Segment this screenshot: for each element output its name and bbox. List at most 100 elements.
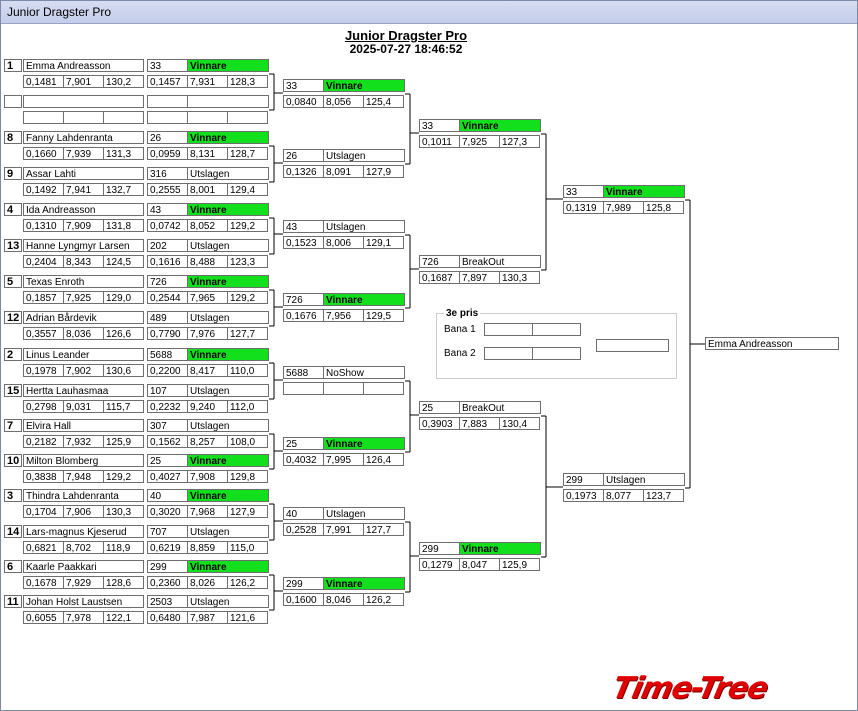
result-status: Vinnare	[459, 542, 541, 555]
result-time-res_rt: 0,3020	[147, 505, 188, 518]
car-number: 726	[419, 255, 460, 268]
result-time-res_rt: 0,2555	[147, 183, 188, 196]
driver-time-rt	[23, 111, 64, 124]
result-time-res_rt: 0,6480	[147, 611, 188, 624]
result-time-spd: 125,8	[643, 201, 684, 214]
result-time-res_spd: 129,2	[227, 291, 268, 304]
result-time-et: 8,077	[603, 489, 644, 502]
result-time-spd: 130,4	[499, 417, 540, 430]
result-time-res_et: 8,026	[187, 576, 228, 589]
car-number: 40	[283, 507, 324, 520]
seed-box: 3	[4, 489, 22, 502]
result-status: Utslagen	[187, 384, 269, 397]
result-time-res_et: 7,931	[187, 75, 228, 88]
result-time-et: 8,006	[323, 236, 364, 249]
driver-time-rt: 0,6821	[23, 541, 64, 554]
title-bar: Junior Dragster Pro	[1, 1, 857, 24]
result-time-res_spd: 129,8	[227, 470, 268, 483]
result-time-et: 8,056	[323, 95, 364, 108]
result-time-rt: 0,3903	[419, 417, 460, 430]
result-status: Vinnare	[187, 489, 269, 502]
result-status: Utslagen	[187, 419, 269, 432]
result-status: Vinnare	[187, 560, 269, 573]
driver-time-spd: 129,2	[103, 470, 144, 483]
result-status: Vinnare	[323, 437, 405, 450]
result-status: Utslagen	[187, 311, 269, 324]
driver-time-rt: 0,2404	[23, 255, 64, 268]
driver-time-et: 7,978	[63, 611, 104, 624]
result-status: Vinnare	[187, 131, 269, 144]
driver-time-rt: 0,1481	[23, 75, 64, 88]
car-number: 307	[147, 419, 188, 432]
result-time-res_rt: 0,4027	[147, 470, 188, 483]
result-status: Utslagen	[323, 507, 405, 520]
result-status: Utslagen	[603, 473, 685, 486]
seed-box: 10	[4, 454, 22, 467]
result-status	[187, 95, 269, 108]
result-time-rt	[283, 382, 324, 395]
seed-box: 1	[4, 59, 22, 72]
driver-time-spd: 130,3	[103, 505, 144, 518]
car-number: 299	[419, 542, 460, 555]
result-status: NoShow	[323, 366, 405, 379]
result-status: Vinnare	[603, 185, 685, 198]
seed-box: 6	[4, 560, 22, 573]
driver-time-spd: 130,2	[103, 75, 144, 88]
result-time-res_spd: 128,7	[227, 147, 268, 160]
result-time-res_rt: 0,2232	[147, 400, 188, 413]
driver-name: Hertta Lauhasmaa	[23, 384, 144, 397]
result-time-res_rt: 0,2544	[147, 291, 188, 304]
driver-name: Milton Blomberg	[23, 454, 144, 467]
driver-time-spd: 124,5	[103, 255, 144, 268]
result-status: Vinnare	[323, 293, 405, 306]
driver-name: Elvira Hall	[23, 419, 144, 432]
result-status: Utslagen	[187, 239, 269, 252]
result-status: Vinnare	[187, 275, 269, 288]
result-time-spd	[363, 382, 404, 395]
result-status: Utslagen	[187, 167, 269, 180]
seed-box: 2	[4, 348, 22, 361]
result-time-spd: 125,4	[363, 95, 404, 108]
result-time-res_rt	[147, 111, 188, 124]
car-number: 33	[419, 119, 460, 132]
driver-time-spd: 128,6	[103, 576, 144, 589]
result-status: Vinnare	[323, 79, 405, 92]
driver-time-et: 7,901	[63, 75, 104, 88]
result-time-rt: 0,2528	[283, 523, 324, 536]
page-title: Junior Dragster Pro	[344, 28, 468, 43]
driver-name: Hanne Lyngmyr Larsen	[23, 239, 144, 252]
result-time-spd: 123,7	[643, 489, 684, 502]
result-time-rt: 0,1973	[563, 489, 604, 502]
result-time-res_et: 8,052	[187, 219, 228, 232]
result-time-res_et	[187, 111, 228, 124]
result-time-rt: 0,4032	[283, 453, 324, 466]
car-number: 5688	[283, 366, 324, 379]
driver-time-et: 8,343	[63, 255, 104, 268]
driver-name: Kaarle Paakkari	[23, 560, 144, 573]
seed-box: 5	[4, 275, 22, 288]
result-time-res_spd	[227, 111, 268, 124]
result-time-spd: 127,9	[363, 165, 404, 178]
result-time-res_spd: 129,2	[227, 219, 268, 232]
result-time-res_spd: 112,0	[227, 400, 268, 413]
car-number: 2503	[147, 595, 188, 608]
result-time-res_rt: 0,7790	[147, 327, 188, 340]
seed-box: 8	[4, 131, 22, 144]
car-number: 726	[283, 293, 324, 306]
result-time-et: 7,991	[323, 523, 364, 536]
driver-time-spd	[103, 111, 144, 124]
car-number: 33	[563, 185, 604, 198]
result-time-res_et: 8,859	[187, 541, 228, 554]
car-number: 33	[147, 59, 188, 72]
third-place-title: 3e pris	[444, 308, 481, 319]
driver-time-et: 7,902	[63, 364, 104, 377]
car-number: 25	[419, 401, 460, 414]
result-status: Vinnare	[187, 348, 269, 361]
result-time-rt: 0,0840	[283, 95, 324, 108]
car-number: 40	[147, 489, 188, 502]
driver-time-rt: 0,1310	[23, 219, 64, 232]
seed-box	[4, 95, 22, 108]
result-time-et: 8,047	[459, 558, 500, 571]
